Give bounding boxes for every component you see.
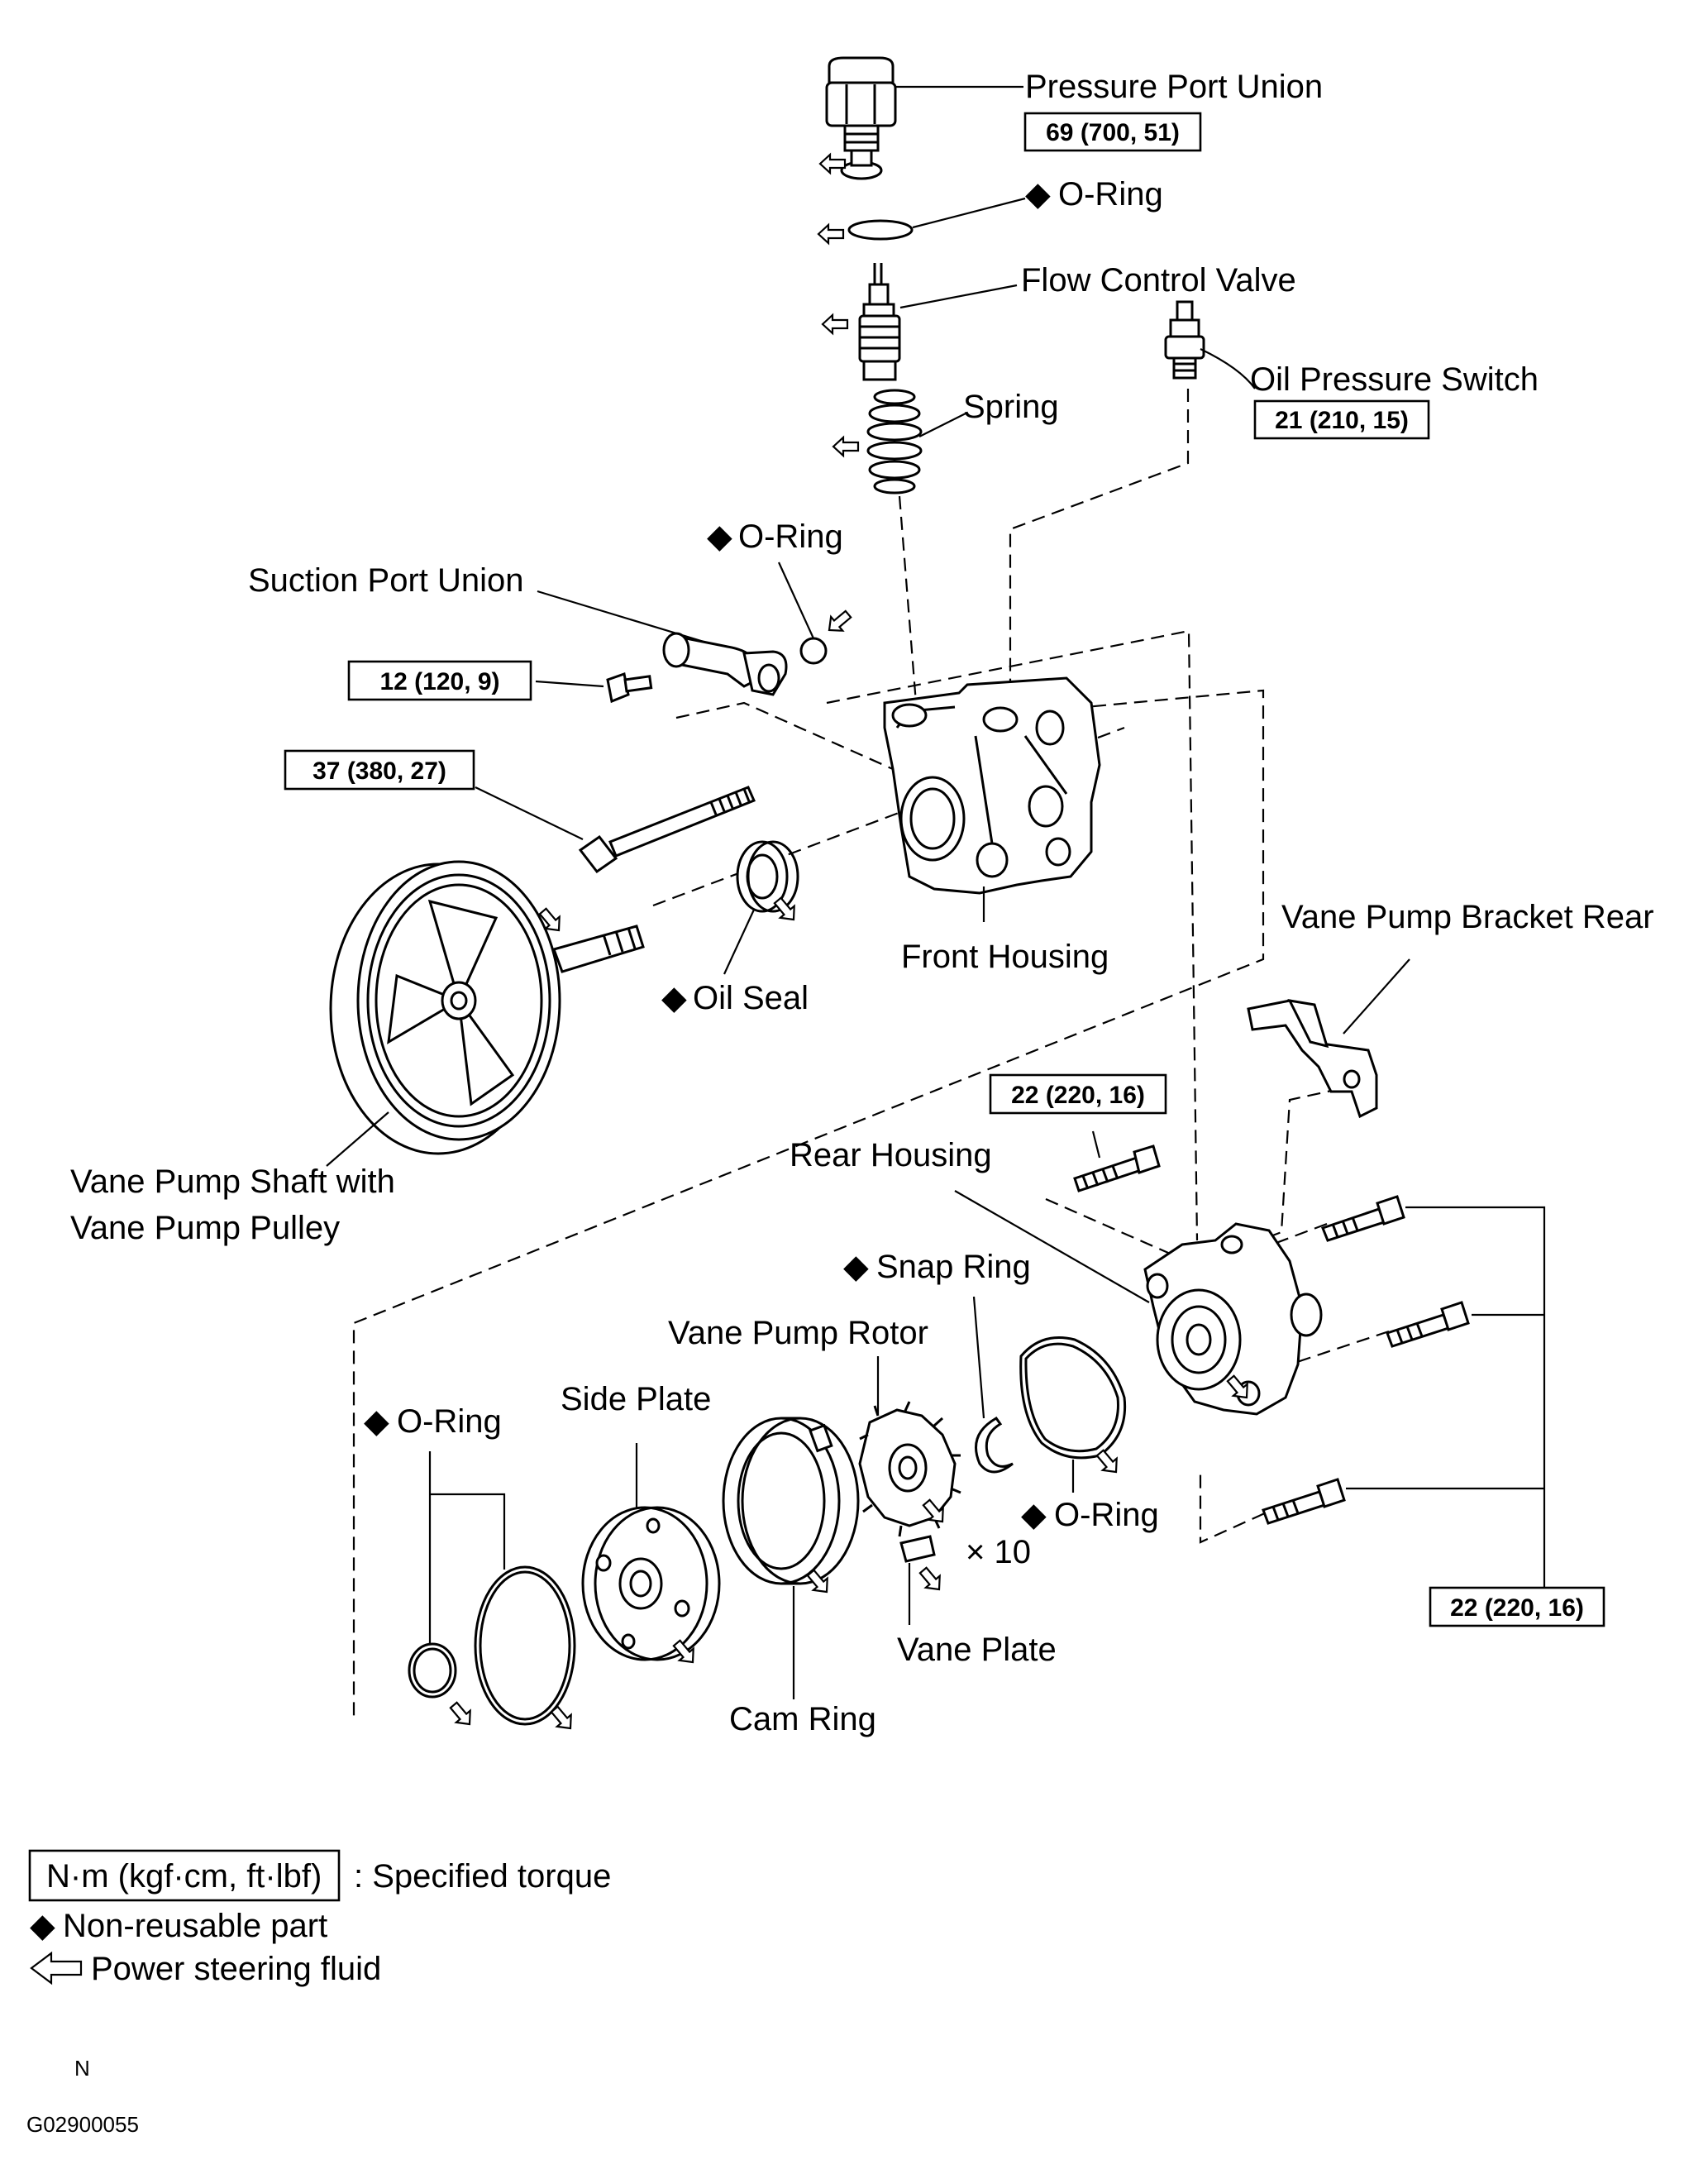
diamond-icon: ◆ bbox=[707, 518, 732, 555]
label-flow-control-valve: Flow Control Valve bbox=[1021, 262, 1296, 299]
diamond-icon: ◆ bbox=[364, 1403, 389, 1440]
oil-seal-part bbox=[736, 840, 799, 913]
fluid-arrow-icon bbox=[832, 436, 860, 457]
cam-ring-part bbox=[722, 1417, 860, 1585]
fluid-arrow-icon bbox=[30, 1951, 83, 1985]
vane-pump-rotor-part bbox=[858, 1401, 961, 1537]
vane-pump-shaft-pulley-part bbox=[329, 860, 645, 1155]
torque-rear-bolt-upper: 22 (220, 16) bbox=[1011, 1082, 1145, 1109]
torque-box-pressure-port-union bbox=[1023, 112, 1202, 152]
label-o-ring-rear: O-Ring bbox=[1054, 1497, 1159, 1533]
o-ring-top-part bbox=[847, 219, 914, 241]
labels: Pressure Port Union 69 (700, 51) ◆ O-Rin… bbox=[70, 69, 1654, 1737]
legend-torque-desc: : Specified torque bbox=[354, 1858, 611, 1895]
fluid-arrow-icon bbox=[446, 1698, 478, 1732]
diamond-icon: ◆ bbox=[30, 1908, 55, 1944]
legend-torque-box bbox=[28, 1849, 341, 1902]
label-cam-ring: Cam Ring bbox=[729, 1701, 876, 1737]
vane-pump-bracket-rear-part bbox=[1247, 999, 1378, 1119]
o-ring-left-large-part bbox=[474, 1565, 576, 1726]
label-oil-seal: Oil Seal bbox=[693, 980, 809, 1016]
vane-plate-part bbox=[899, 1535, 936, 1563]
label-rear-housing: Rear Housing bbox=[790, 1137, 992, 1173]
spring-part bbox=[866, 389, 923, 495]
suction-port-union-part bbox=[662, 632, 788, 696]
torque-box-rear-bolts-group bbox=[1429, 1586, 1605, 1627]
o-ring-rear-part bbox=[1019, 1336, 1127, 1460]
fluid-arrow-icon bbox=[821, 313, 849, 335]
rear-bolts-group-part bbox=[1262, 1195, 1470, 1525]
bolt-12-part bbox=[606, 672, 653, 704]
label-vane-pump-bracket-rear: Vane Pump Bracket Rear bbox=[1281, 899, 1654, 935]
label-vane-plate-count: × 10 bbox=[966, 1534, 1031, 1570]
oil-pressure-switch-part bbox=[1164, 300, 1205, 380]
label-vane-pump-shaft-line1: Vane Pump Shaft with bbox=[70, 1164, 395, 1200]
label-vane-pump-rotor: Vane Pump Rotor bbox=[668, 1315, 928, 1351]
legend: N·m (kgf·cm, ft·lbf) : Specified torque … bbox=[28, 1849, 611, 1987]
figure-code: G02900055 bbox=[26, 2112, 139, 2137]
footer-letter: N bbox=[74, 2056, 90, 2081]
label-o-ring-top: O-Ring bbox=[1058, 176, 1163, 213]
label-suction-port-union: Suction Port Union bbox=[248, 562, 524, 599]
torque-box-bolt-12 bbox=[347, 660, 532, 701]
o-ring-suction-part bbox=[799, 637, 828, 665]
legend-fluid: Power steering fluid bbox=[91, 1951, 381, 1987]
diamond-icon: ◆ bbox=[661, 980, 687, 1016]
bolt-37-part bbox=[578, 786, 756, 874]
diamond-icon: ◆ bbox=[843, 1249, 869, 1285]
fluid-arrow-icon bbox=[822, 606, 856, 638]
legend-torque-unit: N·m (kgf·cm, ft·lbf) bbox=[46, 1858, 322, 1895]
front-housing-part bbox=[883, 676, 1101, 895]
torque-bolt-12: 12 (120, 9) bbox=[379, 668, 499, 695]
side-plate-part bbox=[581, 1506, 721, 1661]
rear-bolt-upper-part bbox=[1073, 1144, 1161, 1192]
rear-housing-part bbox=[1143, 1222, 1323, 1416]
torque-box-rear-bolt-upper bbox=[989, 1073, 1167, 1115]
o-ring-left-small-part bbox=[408, 1642, 457, 1699]
label-vane-plate: Vane Plate bbox=[897, 1632, 1057, 1668]
label-oil-pressure-switch: Oil Pressure Switch bbox=[1250, 361, 1539, 398]
label-vane-pump-shaft-line2: Vane Pump Pulley bbox=[70, 1210, 340, 1246]
footer: N G02900055 bbox=[26, 2056, 139, 2137]
label-snap-ring: Snap Ring bbox=[876, 1249, 1031, 1285]
label-o-ring-suction: O-Ring bbox=[738, 518, 843, 555]
label-side-plate: Side Plate bbox=[561, 1381, 711, 1417]
fluid-arrow-icon bbox=[1092, 1445, 1124, 1479]
torque-oil-pressure-switch: 21 (210, 15) bbox=[1275, 407, 1409, 434]
pressure-port-union-part bbox=[825, 56, 897, 180]
torque-pressure-port-union: 69 (700, 51) bbox=[1046, 119, 1180, 146]
flow-control-valve-part bbox=[858, 263, 901, 381]
fluid-arrow-icon bbox=[817, 223, 845, 245]
diamond-icon: ◆ bbox=[1025, 176, 1051, 213]
fluid-arrow-icon bbox=[546, 1702, 579, 1736]
label-pressure-port-union: Pressure Port Union bbox=[1025, 69, 1323, 105]
label-front-housing: Front Housing bbox=[901, 939, 1109, 975]
legend-non-reusable: Non-reusable part bbox=[63, 1908, 327, 1944]
snap-ring-part bbox=[975, 1417, 1014, 1474]
label-o-ring-left: O-Ring bbox=[397, 1403, 502, 1440]
fluid-arrow-icon bbox=[915, 1563, 947, 1597]
torque-box-bolt-37 bbox=[284, 749, 475, 791]
diamond-icon: ◆ bbox=[1021, 1497, 1047, 1533]
torque-bolt-37: 37 (380, 27) bbox=[312, 757, 446, 785]
torque-box-oil-pressure-switch bbox=[1253, 399, 1430, 440]
label-spring: Spring bbox=[963, 389, 1059, 425]
torque-rear-bolts-group: 22 (220, 16) bbox=[1450, 1594, 1584, 1622]
